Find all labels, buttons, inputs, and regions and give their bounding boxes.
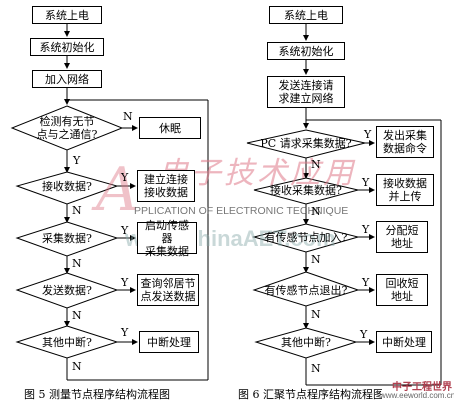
right-start-box: 系统上电: [269, 6, 343, 24]
left-decision-5-text: 其他中断?: [42, 336, 92, 349]
left-label-y-2: Y: [121, 171, 129, 184]
right-label-y-4: Y: [362, 276, 370, 289]
right-label-n-2: N: [311, 205, 321, 218]
left-decision-4-text: 发送数据?: [42, 284, 92, 297]
right-allocate-box: 分配短 地址: [376, 221, 428, 253]
left-label-y-3: Y: [121, 224, 129, 237]
left-join-box: 加入网络: [32, 70, 102, 88]
left-start-box: 系统上电: [32, 6, 102, 24]
right-receive-box: 接收数据 并上传: [376, 174, 434, 206]
left-decision-3-text: 采集数据?: [42, 232, 92, 245]
right-decision-1: [246, 129, 366, 159]
left-label-n-2: N: [72, 204, 82, 217]
right-decision-2-text: 接收采集数据?: [270, 184, 342, 197]
left-diamonds: [10, 105, 124, 359]
right-decision-4: [252, 271, 360, 307]
right-interrupt-box: 中断处理: [376, 331, 432, 353]
left-sleep-box: 休眠: [139, 117, 201, 139]
right-label-y-2: Y: [362, 176, 370, 189]
left-decision-1: [10, 105, 124, 151]
right-decision-4-text: 有传感节点退出?: [264, 284, 348, 297]
right-label-y-1: Y: [364, 128, 372, 141]
figure-5-caption: 图 5 测量节点程序结构流程图: [24, 388, 170, 401]
right-flow-lines: [303, 24, 442, 386]
left-label-n-3: N: [72, 257, 82, 270]
left-label-y-4: Y: [121, 276, 129, 289]
right-label-y-3: Y: [362, 223, 370, 236]
right-decision-1-text: PC 请求采集数据?: [260, 137, 352, 150]
right-label-n-1: N: [311, 158, 321, 171]
left-label-n-4: N: [72, 309, 82, 322]
left-decision-2-text: 接收数据?: [42, 180, 92, 193]
left-interrupt-box: 中断处理: [139, 331, 199, 353]
left-flow-lines: [64, 24, 209, 381]
left-init-box: 系统初始化: [30, 38, 104, 56]
right-decision-2: [253, 177, 359, 205]
right-diamonds: [246, 129, 366, 359]
left-label-n-5: N: [72, 360, 82, 373]
left-decision-2: [15, 171, 119, 205]
right-label-n-5: N: [311, 362, 321, 375]
left-decision-1-text: 检测有无节 点与之通信?: [36, 115, 98, 141]
right-label-n-3: N: [311, 253, 321, 266]
right-label-y-5: Y: [360, 328, 368, 341]
right-decision-3: [252, 223, 360, 253]
left-label-n-1: N: [123, 110, 133, 123]
left-label-y-1: Y: [73, 154, 81, 167]
left-decision-3: [15, 221, 119, 257]
right-command-box: 发出采集 数据命令: [376, 126, 434, 158]
right-init-box: 系统初始化: [267, 42, 345, 60]
right-label-n-4: N: [311, 308, 321, 321]
left-query-box: 查询邻居节 点发送数据: [137, 274, 199, 306]
right-send-request-box: 发送连接请 求建立网络: [267, 76, 345, 108]
right-reclaim-box: 回收短 地址: [376, 274, 428, 306]
left-decision-4: [15, 272, 119, 309]
left-sensor-box: 启动传感器 采集数据: [137, 219, 197, 258]
left-connect-box: 建立连接 接收数据: [137, 170, 195, 202]
left-decision-5: [15, 325, 119, 359]
right-decision-3-text: 有传感节点加入?: [264, 231, 348, 244]
right-decision-5: [254, 327, 358, 359]
left-label-y-5: Y: [121, 326, 129, 339]
figure-6-caption: 图 6 汇聚节点程序结构流程图: [238, 388, 382, 401]
right-decision-5-text: 其他中断?: [281, 336, 331, 349]
